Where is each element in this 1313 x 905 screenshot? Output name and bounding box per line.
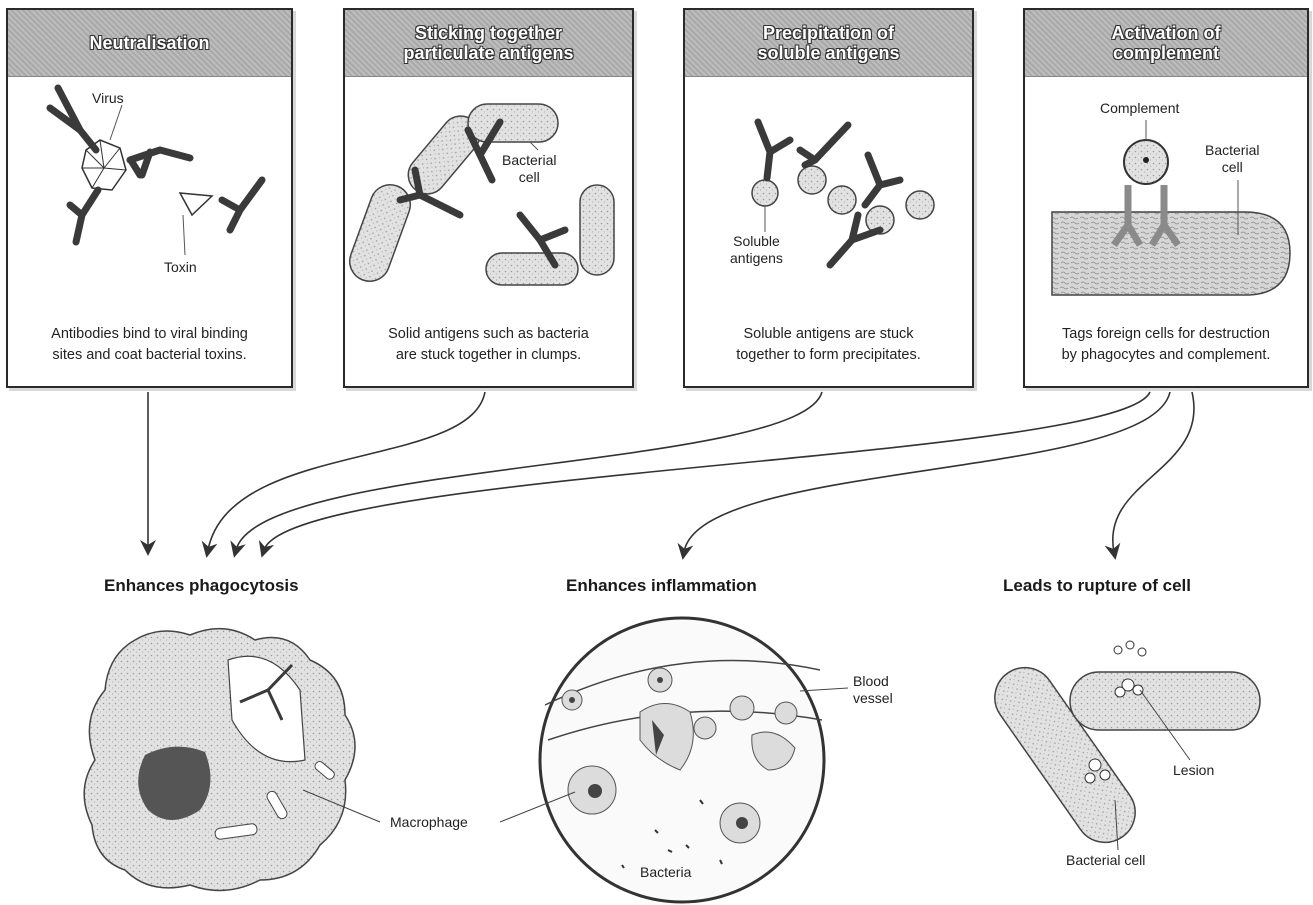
label-bacterial-cell: Bacterial cell xyxy=(502,152,556,186)
label-bacteria: Bacteria xyxy=(640,864,691,881)
label-bacterial-cell: Bacterial cell xyxy=(1205,142,1259,176)
soluble-antigen-shapes xyxy=(752,166,934,234)
virus-leader-line xyxy=(110,105,122,140)
complement-dot xyxy=(1143,157,1149,163)
label-lesion: Lesion xyxy=(1173,762,1214,779)
antibody-icon xyxy=(400,122,565,265)
label-complement: Complement xyxy=(1100,100,1179,117)
label-virus: Virus xyxy=(92,90,124,107)
outcome-phagocytosis: Enhances phagocytosis xyxy=(104,576,299,596)
label-soluble-antigens: Soluble antigens xyxy=(730,233,783,267)
toxin-leader-line xyxy=(183,215,185,255)
virus-shape xyxy=(82,140,126,190)
label-toxin: Toxin xyxy=(164,259,197,276)
flow-arrows xyxy=(148,392,1194,552)
antibody-icon xyxy=(50,88,262,242)
outcome-rupture: Leads to rupture of cell xyxy=(1003,576,1191,596)
bacterial-cell-shape xyxy=(1052,212,1290,295)
macrophage-shape xyxy=(84,629,355,891)
blood-vessel-leader-line xyxy=(800,688,848,691)
label-bacterial-cell: Bacterial cell xyxy=(1066,852,1145,869)
label-macrophage: Macrophage xyxy=(390,814,468,831)
outcome-inflammation: Enhances inflammation xyxy=(566,576,757,596)
label-blood-vessel: Blood vessel xyxy=(853,673,893,707)
bacterial-cell-leader-line xyxy=(530,142,538,150)
bacterial-cell-shapes xyxy=(344,104,614,287)
toxin-shape xyxy=(180,193,212,215)
inflammation-view xyxy=(540,618,824,902)
